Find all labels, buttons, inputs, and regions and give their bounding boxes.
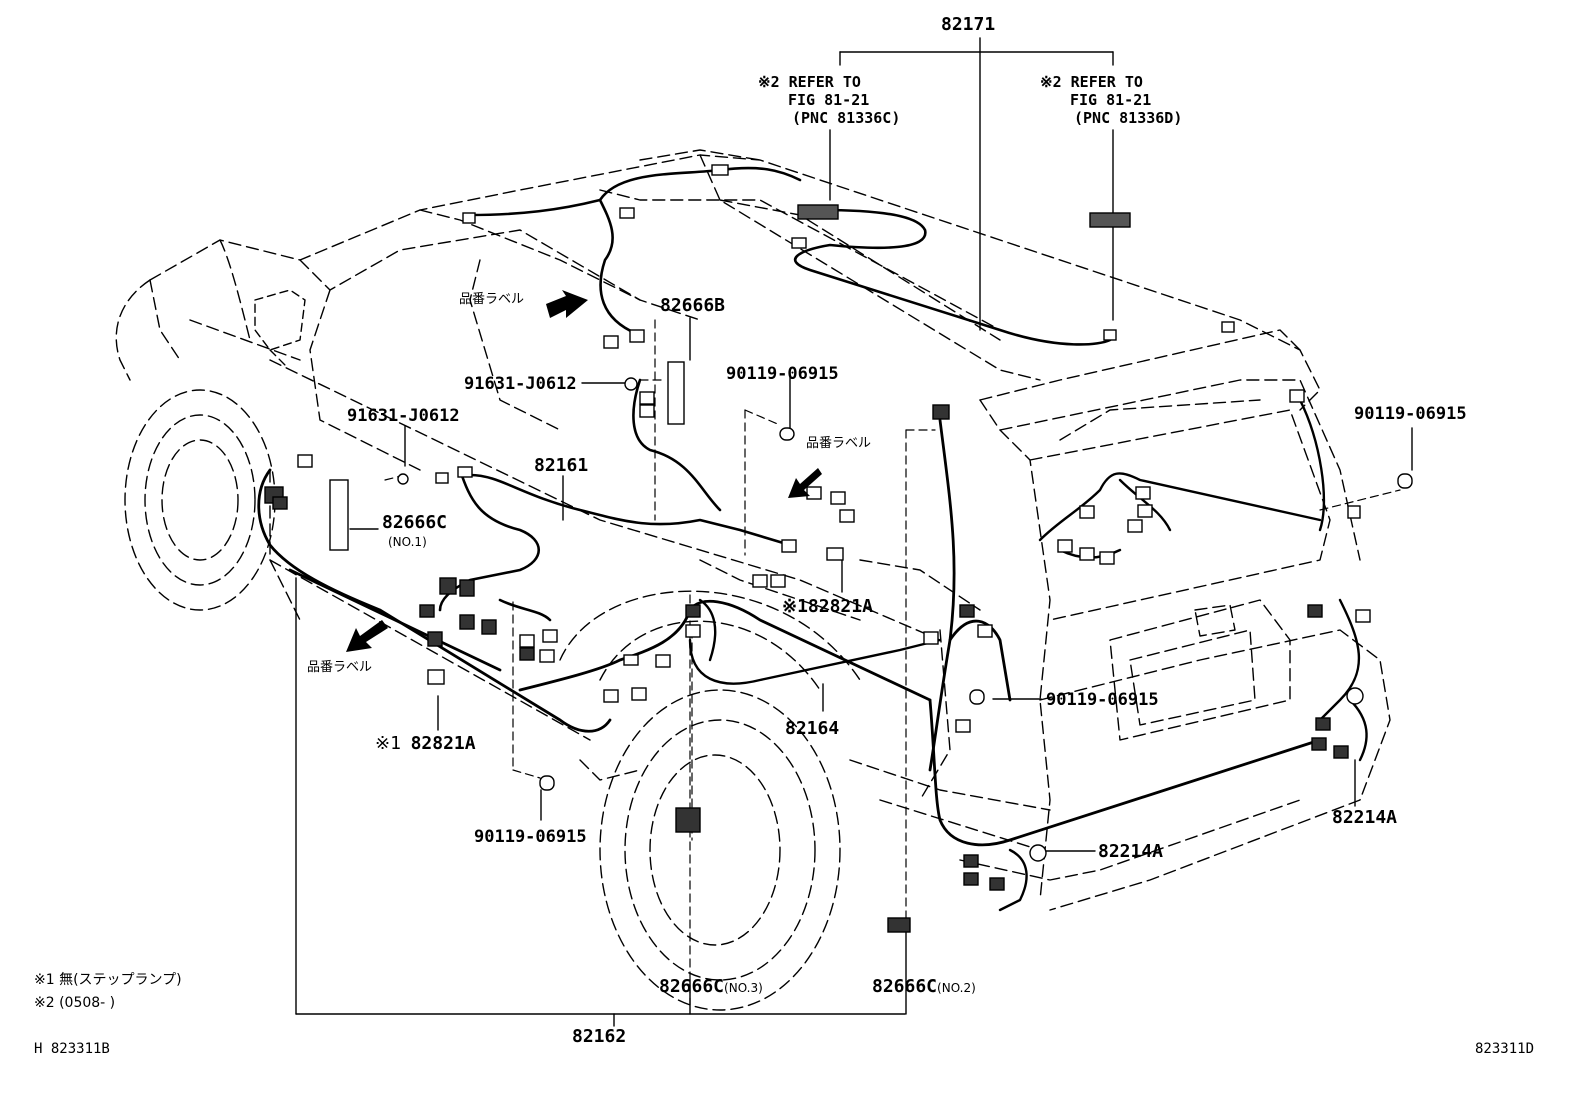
harness-backdoor [998,398,1368,912]
refer-left-line1: ※2 REFER TO [758,73,861,91]
part-82161: 82161 [534,455,589,476]
part-82666C-no3-number: 82666C [659,976,725,997]
refer-right-line2: FIG 81-21 [1070,91,1152,109]
refer-right-line3: (PNC 81336D) [1074,109,1183,127]
part-90119-bottom: 90119-06915 [474,827,587,847]
part-82214A-right: 82214A [1332,807,1398,828]
harness-82164 [688,598,942,685]
arrows [346,290,822,652]
part-82666C-no1-sub: (NO.1) [388,535,427,549]
arrow-mid [788,468,822,498]
refer-left-line3: (PNC 81336C) [792,109,901,127]
hinban-label-left: 品番ラベル [307,660,373,675]
part-82164: 82164 [785,718,840,739]
dashed-leader-lines [384,319,1401,1006]
figure-code-left: H 823311B [34,1041,110,1057]
part-82666C-no1-number: 82666C [382,512,448,533]
harness-82161 [438,378,792,622]
part-90119-rear: 90119-06915 [1046,690,1159,710]
arrow-top [546,290,588,318]
part-82666C-no3-sub: (NO.3) [724,981,763,995]
front-wheel [124,389,276,611]
arrow-left [346,620,388,652]
harness-82171 [468,166,1112,346]
part-91631-left: 91631-J0612 [347,406,460,426]
part-82162: 82162 [572,1026,627,1047]
part-91631-top: 91631-J0612 [464,374,577,394]
footnote-2: ※2 (0508- ) [34,995,116,1011]
part-82666C-no2-sub: (NO.2) [937,981,976,995]
figure-code-right: 823311D [1475,1041,1535,1057]
refer-note-right: ※2 REFER TO FIG 81-21 (PNC 81336D) [1040,73,1182,127]
part-82666C-no3: 82666C(NO.3) [659,978,763,996]
part-82666C-no1: 82666C [382,514,447,532]
side-mirror [254,289,306,366]
harness-82162 [257,418,1322,847]
part-82666B: 82666B [660,295,726,316]
hinban-label-top: 品番ラベル [459,292,525,307]
part-82821A-left: ※1 82821A [375,735,476,753]
refer-left-line2: FIG 81-21 [788,91,870,109]
vehicle-outline [115,149,1391,911]
refer-right-line1: ※2 REFER TO [1040,73,1143,91]
part-90119-mid: 90119-06915 [726,364,839,384]
leader-lines [295,37,1413,1027]
part-82171: 82171 [941,14,996,35]
part-82821A-left-number: 82821A [410,733,476,754]
part-82666C-no2: 82666C(NO.2) [872,978,976,996]
part-82666C-no2-number: 82666C [872,976,938,997]
hinban-label-mid: 品番ラベル [806,436,872,451]
connectors [264,164,1413,933]
part-82214A-lower: 82214A [1098,841,1164,862]
refer-note-left: ※2 REFER TO FIG 81-21 (PNC 81336C) [758,73,900,127]
part-82821A-mid: ※182821A [782,596,873,617]
part-90119-right: 90119-06915 [1354,404,1467,424]
part-82821A-left-mark: ※1 [375,733,401,754]
footnote-1: ※1 無(ステップランプ) [34,972,182,988]
rear-wheel [559,590,861,1011]
